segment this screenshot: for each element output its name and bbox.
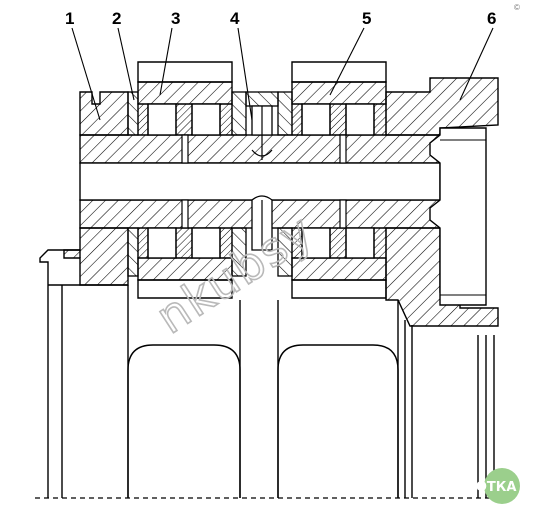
agrotka-logo: АГРОТКА (448, 468, 520, 504)
wheel-pocket-right (277, 344, 399, 498)
end-cover (385, 77, 499, 136)
roller-cage-lower (137, 227, 387, 259)
outer-ring-lower-2 (291, 279, 387, 299)
outer-ring-upper (137, 61, 233, 83)
spacer-ring (231, 91, 293, 277)
pin-head-upper (251, 149, 273, 157)
bearing-race-upper-right (291, 81, 387, 105)
thrust-washer (127, 91, 139, 277)
callout-3: 3 (171, 9, 180, 28)
carrier-lower (63, 227, 129, 286)
callout-1: 1 (65, 9, 74, 28)
outer-ring-upper-2 (291, 61, 387, 83)
end-cap (429, 127, 487, 306)
roller-row-lower (147, 227, 375, 259)
shaft-upper-wall (79, 134, 441, 164)
callout-6: 6 (487, 9, 496, 28)
shaft-bore (79, 162, 441, 201)
callout-5: 5 (362, 9, 371, 28)
callout-4: 4 (230, 9, 240, 28)
wheel-pocket-left (127, 344, 241, 498)
corner-mark: © (514, 3, 520, 12)
logo-text: АГРОТКА (448, 480, 516, 495)
leader-lines (71, 27, 494, 121)
carrier-upper (79, 91, 129, 136)
bearing-race-lower-right (291, 257, 387, 281)
bearing-race-upper-left (137, 81, 233, 105)
callout-2: 2 (112, 9, 121, 28)
